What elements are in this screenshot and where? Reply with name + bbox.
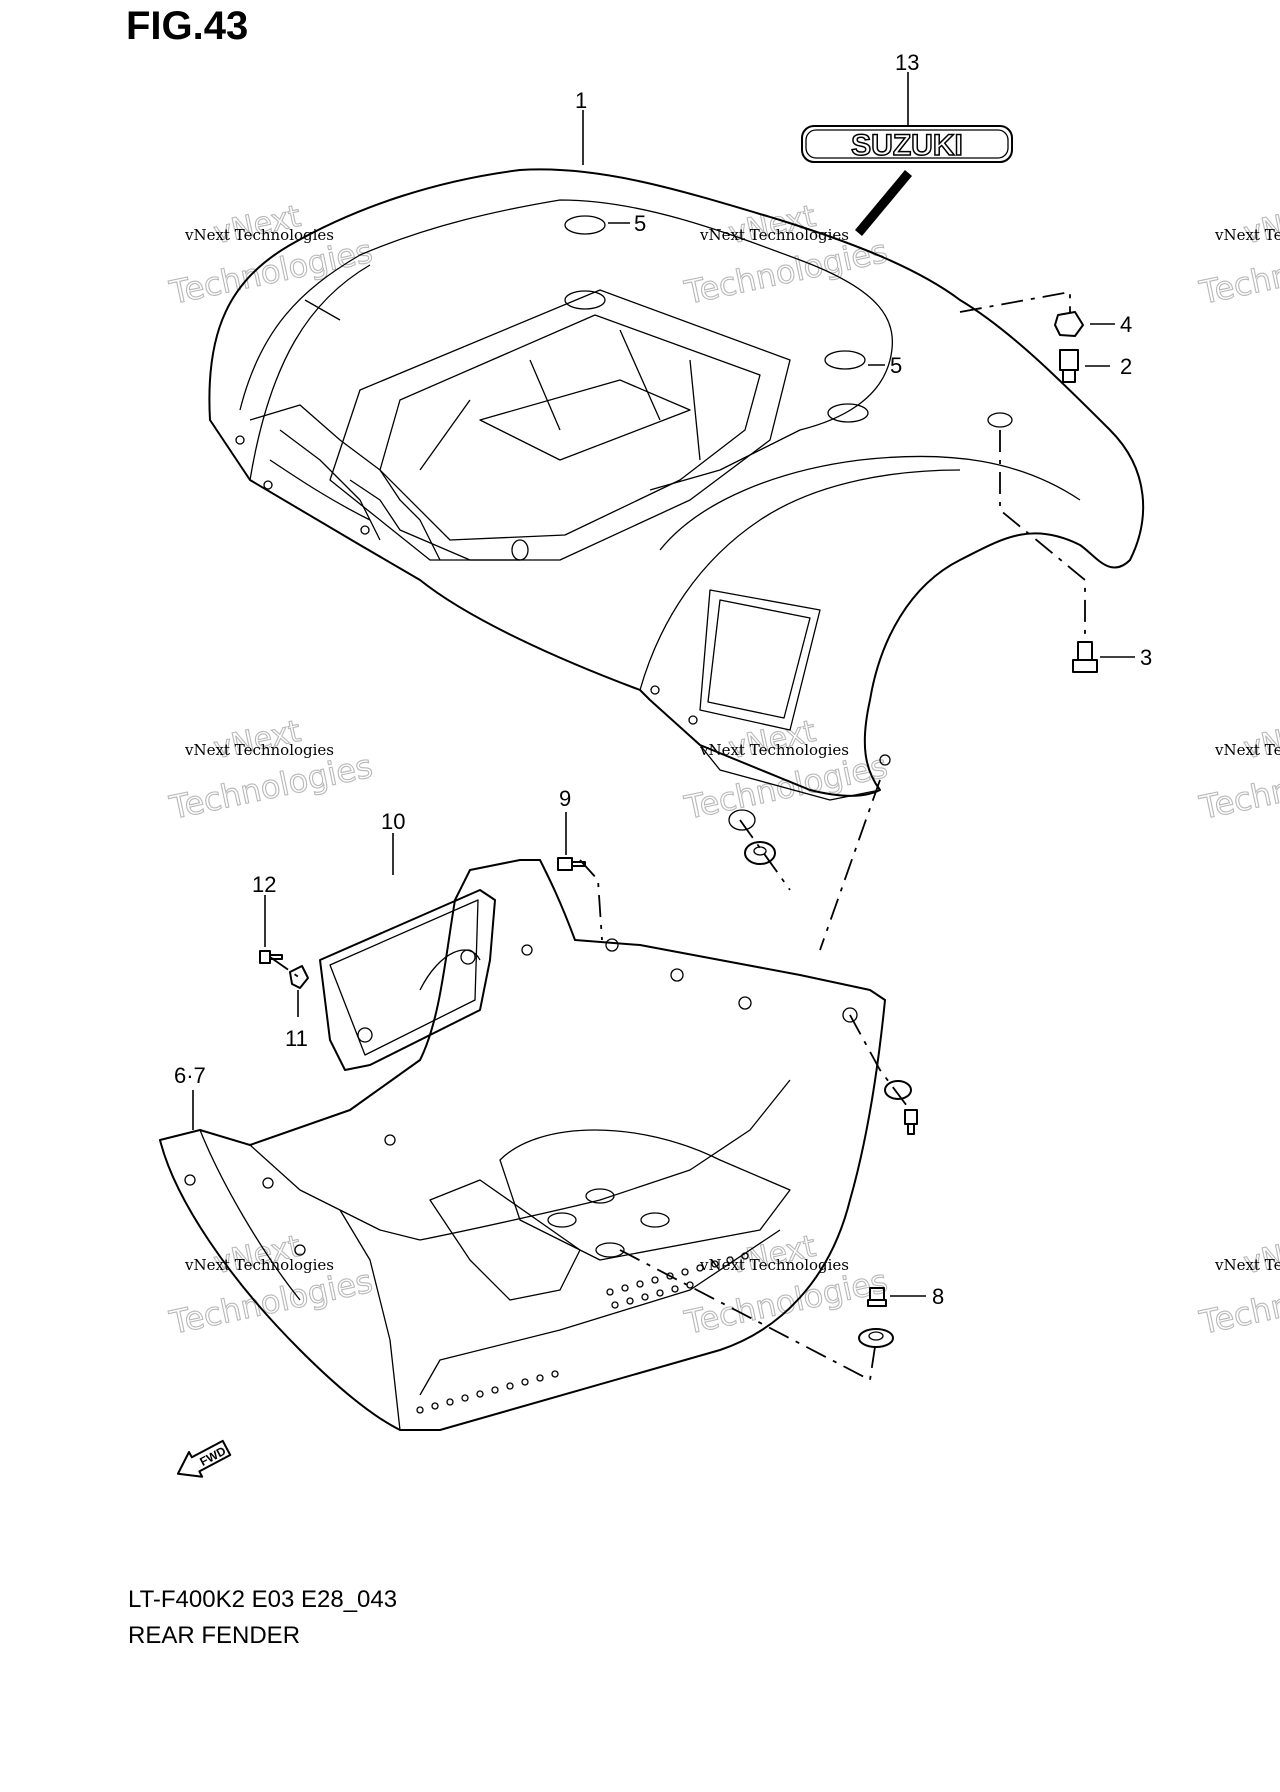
watermark-6: Technologies vNext vNext Technologies xyxy=(1195,713,1280,827)
fasteners xyxy=(259,311,1098,1348)
callout-13: 13 xyxy=(895,50,919,75)
svg-text:vNext Technologies: vNext Technologies xyxy=(184,1256,334,1274)
model-code: LT-F400K2 E03 E28_043 xyxy=(128,1586,398,1613)
callout-11: 11 xyxy=(285,1026,308,1051)
callout-2: 2 xyxy=(1120,354,1132,379)
callout-3: 3 xyxy=(1140,645,1152,670)
watermark-1: Technologies vNext vNext Technologies xyxy=(165,198,376,312)
svg-text:vNext Technologies: vNext Technologies xyxy=(699,741,849,759)
rear-fender-part xyxy=(208,168,1145,801)
section-title: REAR FENDER xyxy=(128,1622,301,1649)
callout-5b: 5 xyxy=(890,353,902,378)
callout-4: 4 xyxy=(1120,312,1132,337)
callout-12: 12 xyxy=(252,872,276,897)
watermark-9: Technologies vNext vNext Technologies xyxy=(1195,1228,1280,1342)
footrest-part xyxy=(159,859,886,1431)
watermark-5: Technologies vNext vNext Technologies xyxy=(680,713,891,827)
callout-labels: 1 2 3 4 5 5 6·7 8 9 10 11 12 13 xyxy=(174,50,1152,1309)
svg-text:vNext Technologies: vNext Technologies xyxy=(184,741,334,759)
svg-text:vNext Technologies: vNext Technologies xyxy=(699,1256,849,1274)
watermark-3: Technologies vNext vNext Technologies xyxy=(1195,198,1280,312)
callout-10: 10 xyxy=(381,809,405,834)
svg-text:vNext Technologies: vNext Technologies xyxy=(1214,741,1280,759)
callout-8: 8 xyxy=(932,1284,944,1309)
svg-text:vNext Technologies: vNext Technologies xyxy=(1214,226,1280,244)
fwd-arrow-icon: FWD xyxy=(176,1439,232,1478)
svg-text:vNext Technologies: vNext Technologies xyxy=(184,226,334,244)
suzuki-logo-text: SUZUKI xyxy=(851,129,963,162)
watermark-4: Technologies vNext vNext Technologies xyxy=(165,713,376,827)
leader-lines xyxy=(192,72,1135,1382)
watermark-7: Technologies vNext vNext Technologies xyxy=(165,1228,376,1342)
tread-dots xyxy=(416,1252,749,1414)
callout-6-7: 6·7 xyxy=(174,1063,206,1088)
callout-5a: 5 xyxy=(634,211,646,236)
callout-1: 1 xyxy=(575,88,587,113)
plate-part xyxy=(319,889,496,1071)
svg-text:vNext Technologies: vNext Technologies xyxy=(1214,1256,1280,1274)
callout-9: 9 xyxy=(559,786,571,811)
watermark-8: Technologies vNext vNext Technologies xyxy=(680,1228,891,1342)
figure-title: FIG.43 xyxy=(126,4,249,48)
suzuki-emblem-part: SUZUKI xyxy=(801,125,1013,236)
